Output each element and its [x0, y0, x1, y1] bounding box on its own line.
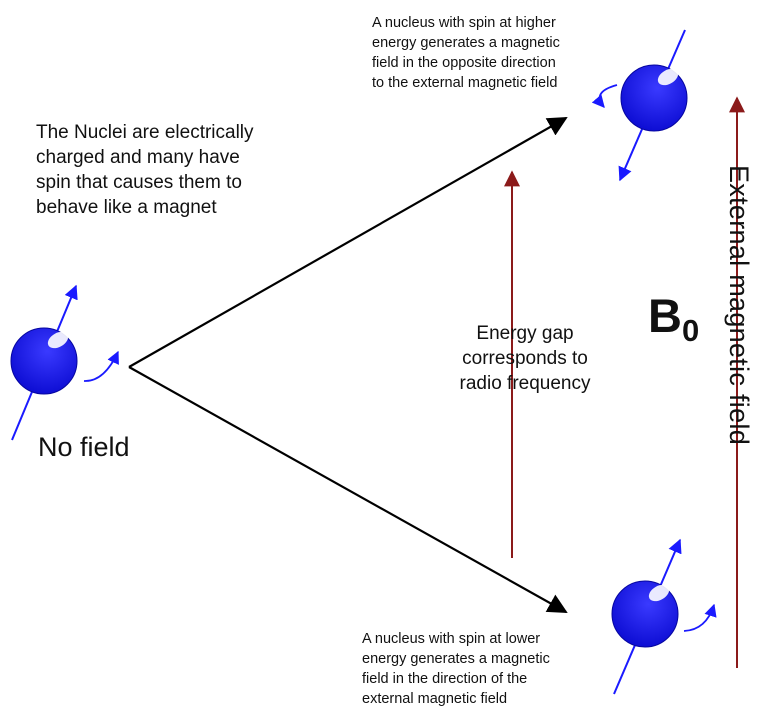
label-no-field: No field [38, 432, 130, 462]
label-b0: B0 [648, 289, 699, 346]
label-nuclei-intro: The Nuclei are electrically charged and … [36, 122, 254, 218]
label-energy-gap: Energy gap corresponds to radio frequenc… [459, 323, 591, 394]
label-low-energy-nucleus: A nucleus with spin at lower energy gene… [362, 631, 550, 707]
split-line-lower [128, 366, 568, 613]
split-line-upper [128, 117, 568, 368]
label-b0-letter: B [648, 289, 682, 342]
label-external-field: External magnetic field [724, 165, 754, 446]
nucleus-high-energy [591, 29, 688, 182]
label-b0-subscript: 0 [681, 313, 700, 348]
label-high-energy-nucleus: A nucleus with spin at higher energy gen… [372, 15, 560, 91]
nucleus-no-field [10, 284, 119, 441]
nucleus-low-energy [611, 538, 717, 695]
